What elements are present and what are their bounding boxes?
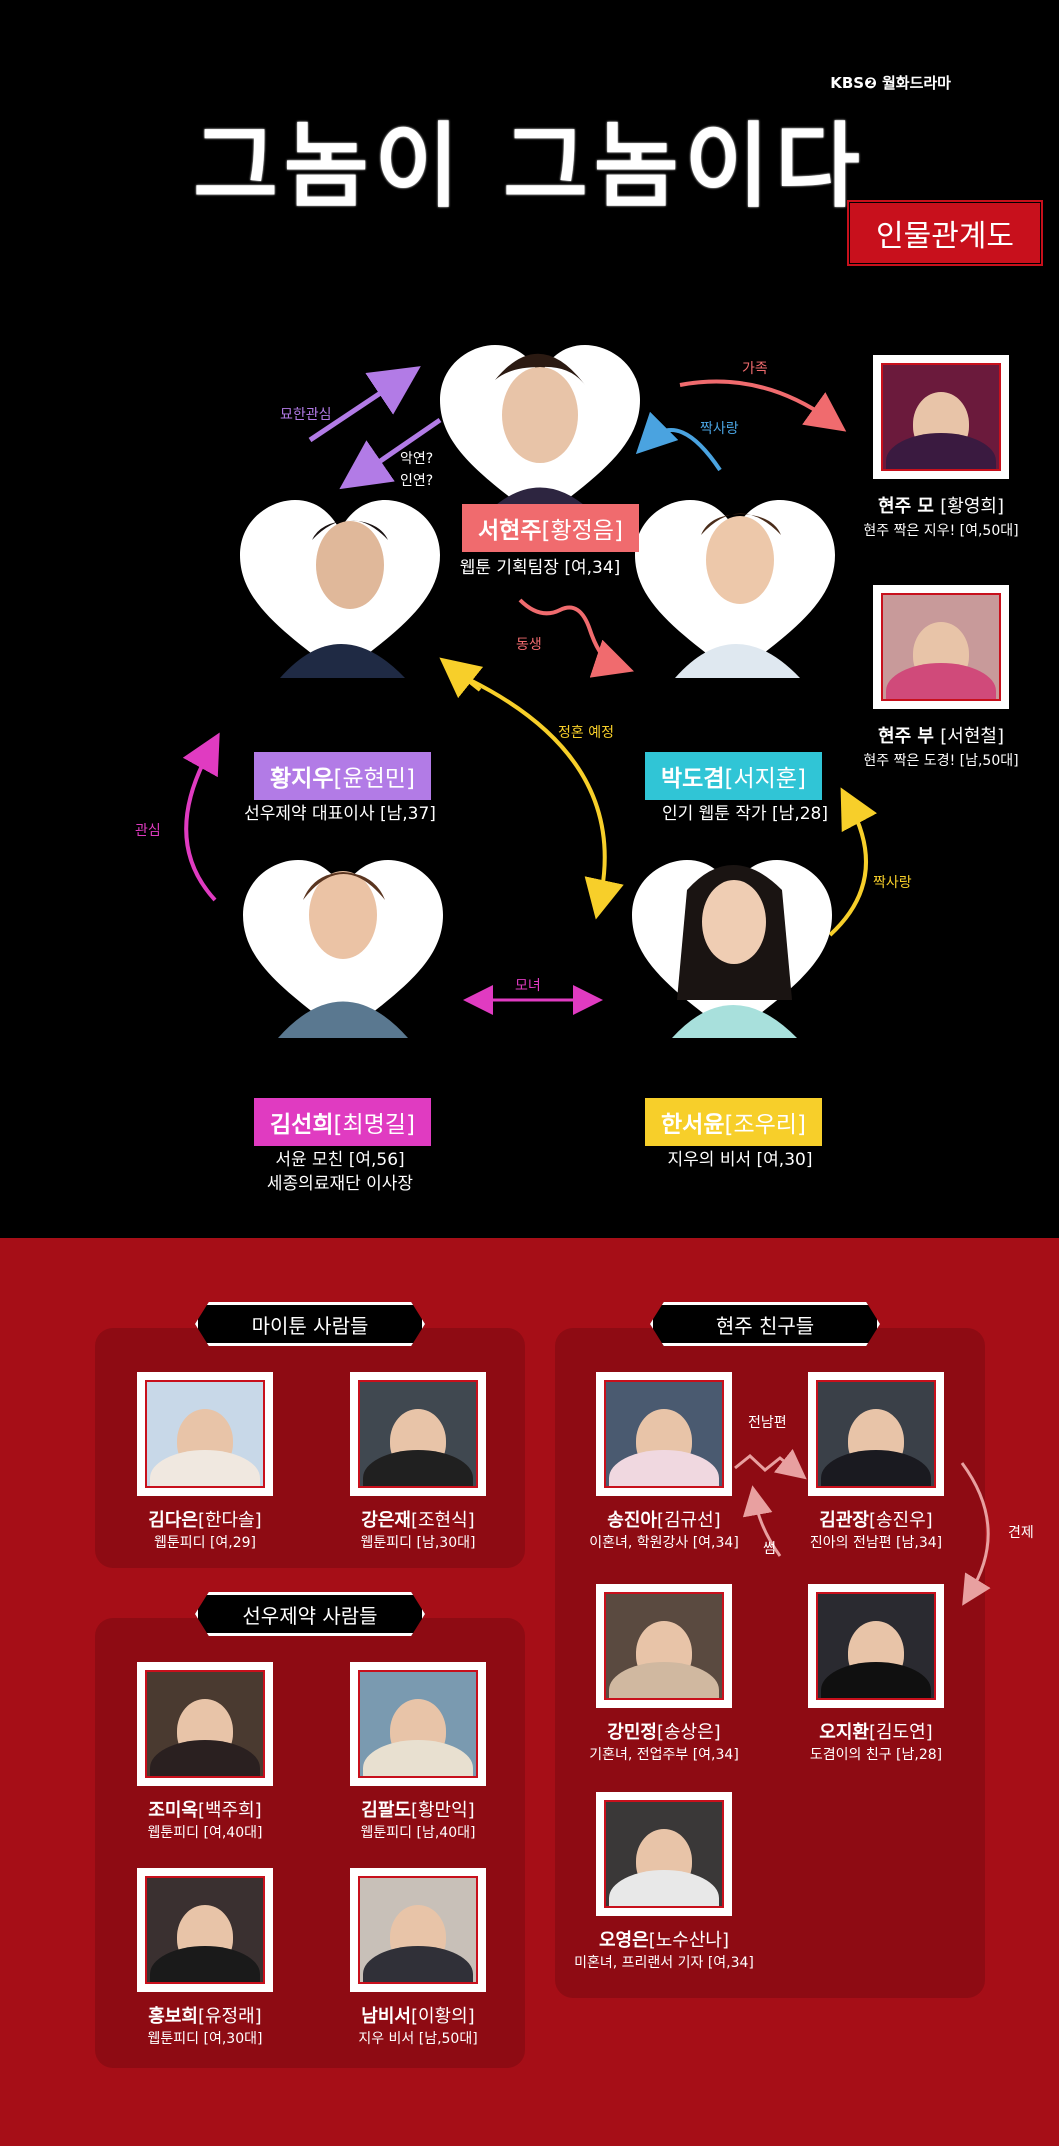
- crush-arrow-1: [635, 411, 722, 472]
- friends-arrows: [734, 1448, 991, 1606]
- photo-oh-youngeun: [596, 1792, 732, 1916]
- photo-kang-eunjae: [350, 1372, 486, 1496]
- name-kang-minjung: 강민정[송상은]: [607, 1722, 721, 1743]
- interest-arrow: [182, 732, 220, 902]
- actor: [황정음]: [541, 518, 623, 544]
- label-han-seoyun: 한서윤[조우리]: [645, 1098, 822, 1146]
- actor: [조우리]: [724, 1112, 806, 1138]
- name-hyunju-mother: 현주 모 [황영희]: [878, 496, 1004, 517]
- rel-akyeon: 악연?: [400, 451, 434, 467]
- photo-song-jina: [596, 1372, 732, 1496]
- sibling-arrow: [518, 598, 634, 678]
- desc-song-jina: 이혼녀, 학원강사 [여,34]: [589, 1535, 739, 1551]
- tag-friends: 현주 친구들: [650, 1302, 880, 1346]
- name: 한서윤: [661, 1112, 725, 1138]
- desc-kim-sunhee: 서윤 모친 [여,56] 세종의료재단 이사장: [240, 1148, 440, 1196]
- photo-hyunju-mother: [873, 355, 1009, 479]
- name-kang-eunjae: 강은재[조현식]: [361, 1510, 475, 1531]
- rel-crush1: 짝사랑: [700, 421, 739, 437]
- title-part2: 그놈이다: [503, 113, 866, 220]
- name-oh-jihwan: 오지환[김도연]: [819, 1722, 933, 1743]
- photo-jo-miok: [137, 1662, 273, 1786]
- desc-hwang-jiwoo: 선우제약 대표이사 [남,37]: [244, 804, 436, 824]
- photo-kim-paldo: [350, 1662, 486, 1786]
- desc-hong-bohee: 웹툰피디 [여,30대]: [147, 2031, 263, 2047]
- photo-kang-minjung: [596, 1584, 732, 1708]
- name: 김선희: [270, 1112, 334, 1138]
- desc-kang-eunjae: 웹툰피디 [남,30대]: [360, 1535, 476, 1551]
- desc-oh-jihwan: 도겸이의 친구 [남,28]: [809, 1747, 943, 1763]
- desc-park-dogyeom: 인기 웹툰 작가 [남,28]: [662, 804, 828, 824]
- tag-sunwoo: 선우제약 사람들: [195, 1592, 425, 1636]
- rel-rival: 견제: [1008, 1525, 1034, 1541]
- desc-line1: 서윤 모친 [여,56]: [275, 1150, 405, 1170]
- name-song-jina: 송진아[김규선]: [607, 1510, 721, 1531]
- rel-interest: 관심: [135, 823, 161, 839]
- name-nam-biseo: 남비서[이황의]: [361, 2006, 475, 2027]
- heart-hwang-jiwoo: [240, 500, 440, 680]
- label-seo-hyunju: 서현주[황정음]: [462, 504, 639, 552]
- rel-mohan: 묘한관심: [280, 407, 332, 423]
- akyeon-arrow: [339, 417, 442, 490]
- name: 서현주: [478, 518, 542, 544]
- desc-kang-minjung: 기혼녀, 전업주부 [여,34]: [589, 1747, 739, 1763]
- desc-han-seoyun: 지우의 비서 [여,30]: [667, 1150, 813, 1170]
- photo-nam-biseo: [350, 1868, 486, 1992]
- crush-arrow-2: [828, 787, 878, 937]
- name-jo-miok: 조미옥[백주희]: [148, 1800, 262, 1821]
- name-hong-bohee: 홍보희[유정래]: [148, 2006, 262, 2027]
- heart-han-seoyun: [632, 860, 832, 1040]
- heart-seo-hyunju: [440, 345, 640, 525]
- kbs-logo: KBS❷ 월화드라마: [830, 74, 951, 92]
- engaged-arrow: [469, 678, 624, 920]
- rel-sibling: 동생: [516, 637, 542, 653]
- desc-seo-hyunju: 웹툰 기획팀장 [여,34]: [459, 558, 621, 578]
- tag-mytoon: 마이툰 사람들: [195, 1302, 425, 1346]
- desc-hyunju-mother: 현주 짝은 지우! [여,50대]: [863, 523, 1019, 539]
- name-kim-daeun: 김다은[한다솔]: [148, 1510, 262, 1531]
- desc-line2: 세종의료재단 이사장: [266, 1174, 414, 1194]
- actor: [서지훈]: [724, 766, 806, 792]
- actor: [최명길]: [333, 1112, 415, 1138]
- drama-title: 그놈이 그놈이다: [0, 92, 1059, 225]
- photo-hong-bohee: [137, 1868, 273, 1992]
- relationship-chart-label: 인물관계도: [847, 200, 1043, 266]
- relation-arrows: [182, 366, 878, 1015]
- desc-nam-biseo: 지우 비서 [남,50대]: [358, 2031, 478, 2047]
- title-part1: 그놈이: [193, 113, 466, 220]
- photo-kim-daeun: [137, 1372, 273, 1496]
- desc-kim-daeun: 웹툰피디 [여,29]: [153, 1535, 257, 1551]
- desc-kim-paldo: 웹툰피디 [남,40대]: [360, 1825, 476, 1841]
- rel-crush2: 짝사랑: [873, 875, 912, 891]
- photo-kim-gwanjang: [808, 1372, 944, 1496]
- label-kim-sunhee: 김선희[최명길]: [254, 1098, 431, 1146]
- desc-jo-miok: 웹툰피디 [여,40대]: [147, 1825, 263, 1841]
- name-kim-paldo: 김팔도[황만익]: [361, 1800, 475, 1821]
- desc-hyunju-father: 현주 짝은 도경! [남,50대]: [863, 753, 1019, 769]
- label-hwang-jiwoo: 황지우[윤현민]: [254, 752, 431, 800]
- name-oh-youngeun: 오영은[노수산나]: [599, 1930, 729, 1951]
- desc-kim-gwanjang: 진아의 전남편 [남,34]: [809, 1535, 943, 1551]
- heart-park-dogyeom: [635, 500, 835, 680]
- name: 황지우: [270, 766, 334, 792]
- desc-oh-youngeun: 미혼녀, 프리랜서 기자 [여,34]: [574, 1955, 754, 1971]
- rel-inyeon: 인연?: [400, 473, 434, 489]
- rel-family: 가족: [742, 361, 768, 377]
- family-arrow: [679, 379, 847, 432]
- name-hyunju-father: 현주 부 [서현철]: [878, 726, 1004, 747]
- name-kim-gwanjang: 김관장[송진우]: [819, 1510, 933, 1531]
- heart-kim-sunhee: [243, 860, 443, 1040]
- photo-hyunju-father: [873, 585, 1009, 709]
- actor: [윤현민]: [333, 766, 415, 792]
- photo-oh-jihwan: [808, 1584, 944, 1708]
- mohan-arrow: [308, 366, 421, 443]
- rel-mother-daughter: 모녀: [515, 978, 541, 994]
- rel-engaged: 정혼 예정: [558, 725, 614, 741]
- name: 박도겸: [661, 766, 725, 792]
- rel-ex: 전남편: [748, 1415, 787, 1431]
- label-park-dogyeom: 박도겸[서지훈]: [645, 752, 822, 800]
- rel-some: 썸: [763, 1541, 776, 1557]
